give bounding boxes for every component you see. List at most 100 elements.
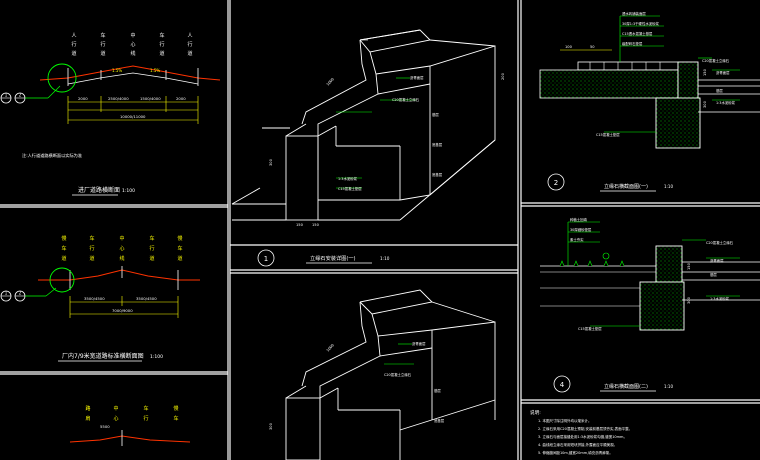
annotation-label: C20混凝土立缘石 (706, 240, 734, 245)
panel-title: 立缘石横截面图(二) (604, 383, 648, 390)
lane-label: 中 (113, 405, 118, 412)
dimension-label: 7000/9000 (112, 308, 133, 313)
annotation-label: 沥青面层 (716, 70, 730, 75)
road-section-panel-3: 路 中 车 慢 肩 心 行 车 5500 (69, 405, 191, 446)
dimension-label: 200 (501, 72, 505, 80)
lane-label: 慢 (177, 235, 182, 242)
note-line: 3. 立缘石与面层接缝处用1:3水泥砂浆勾缝,缝宽10mm。 (538, 434, 627, 439)
lane-label: 线 (119, 255, 124, 262)
annotation-label: 30厚1:3干硬性水泥砂浆 (622, 21, 660, 26)
lane-label: 慢 (61, 235, 66, 242)
lane-label: 车 (173, 415, 178, 422)
lane-label: 行 (187, 41, 192, 48)
road-section-panel-2: 慢 车 中 车 慢 车 行 心 行 车 道 道 线 道 道 1 (0, 235, 200, 362)
dimension-label: 300 (687, 296, 691, 304)
annotation-label: C20混凝土立缘石 (702, 58, 730, 63)
dimension-label: 150 (296, 223, 304, 227)
curb-install-panel-1 (231, 29, 496, 221)
note-line: 5. 伸缩缝间距10m,缝宽20mm,填充沥青麻絮。 (538, 450, 613, 455)
annotation-label: 基层 (432, 112, 439, 117)
dimension-label: 10000/11000 (120, 114, 146, 119)
lane-label: 行 (143, 415, 148, 422)
dimension-label: 1000 (326, 343, 336, 353)
annotation-label: 种植土回填 (570, 217, 588, 222)
panel-title: 厂内7/9米宽道路标准横断面图 (62, 352, 144, 360)
lane-label: 路 (85, 405, 90, 412)
curb-section-panel-1: 透水砖铺装面层 30厚1:3干硬性水泥砂浆 C15透水混凝土基层 级配碎石垫层 … (539, 11, 760, 192)
note-line: 2. 立缘石采用C20混凝土预制,安装前基层须夯实,表面平整。 (538, 426, 632, 431)
note-line: 4. 曲线段立缘石采用短块拼接,外露面应平顺美观。 (538, 442, 617, 447)
lane-label: 中 (130, 32, 135, 39)
annotation-label: 沥青面层 (410, 75, 424, 80)
annotation-label: 沥青面层 (710, 258, 724, 263)
lane-label: 线 (130, 50, 135, 57)
panel-title: 进厂道路横断面 (78, 186, 120, 194)
lane-label: 道 (159, 50, 164, 57)
dimension-lines (67, 96, 199, 124)
road-profile-line (39, 65, 221, 81)
road-section-panel-1: 人 车 中 车 人 行 行 心 行 行 道 道 线 道 道 1.5% 1.5% (0, 32, 221, 196)
panel-scale: 1:100 (150, 354, 163, 360)
lane-labels: 人 车 中 车 人 行 行 心 行 行 道 道 线 道 道 (71, 32, 192, 57)
panel-scale: 1:10 (664, 384, 673, 389)
slope-label: 1.5% (150, 68, 160, 73)
detail-number: 2 (554, 179, 558, 187)
notes-heading: 说明: (530, 409, 541, 416)
annotation-label: C15透水混凝土基层 (622, 31, 653, 36)
dimension-label: 300 (269, 158, 273, 166)
paving-layer (577, 61, 679, 71)
lane-label: 车 (143, 405, 148, 412)
annotation-label: C15混凝土垫层 (338, 186, 362, 191)
lane-label: 车 (100, 32, 105, 39)
dimension-label: 150 (703, 68, 707, 76)
grass-symbol (559, 252, 625, 267)
lane-label: 车 (159, 32, 164, 39)
annotation-label: 1:3水泥砂浆 (338, 176, 358, 181)
road-profile-line (38, 269, 200, 281)
slope-label: 1.5% (112, 68, 122, 73)
lane-label: 道 (149, 255, 154, 262)
lane-label: 行 (100, 41, 105, 48)
annotation-label: 沥青面层 (412, 341, 426, 346)
curb-install-annotations-2: 沥青面层 C20混凝土立缘石 基层 底基层 1000 300 (269, 341, 445, 430)
drawing-note: 注:人行道道路横断面以实际为准 (22, 152, 82, 159)
dimension-label: 2500/4000 (108, 96, 129, 101)
concrete-bedding (655, 97, 701, 149)
curb-install-annotations-1: 沥青面层 C20混凝土立缘石 基层 底基层 底基层 1:3水泥砂浆 C15混凝土… (257, 39, 505, 267)
annotation-label: 透水砖铺装面层 (622, 11, 646, 16)
lane-label: 行 (71, 41, 76, 48)
road-profile-line (67, 72, 199, 85)
dimension-label: 1000 (326, 77, 336, 87)
panel-title: 立缘石横截面图(一) (604, 183, 648, 190)
concrete-bedding (639, 281, 685, 331)
lane-label: 心 (119, 245, 124, 252)
curb-section-panel-2: 种植土回填 30厚细砂垫层 素土夯实 C20混凝土立缘石 沥青面层 基层 1:3… (540, 217, 760, 393)
section-marker: 1 2 (0, 287, 57, 302)
detail-number: 4 (560, 381, 565, 389)
panel-title: 立缘石安装详图(一) (310, 254, 356, 262)
lane-label: 车 (149, 235, 154, 242)
dimension-label: 2000 (78, 96, 88, 101)
lane-label: 肩 (85, 415, 90, 422)
dimension-label: 100 (565, 45, 573, 49)
svg-text:2: 2 (19, 93, 22, 98)
lane-label: 中 (119, 235, 124, 242)
detail-callout-circle (49, 267, 75, 293)
lane-label: 慢 (173, 405, 178, 412)
annotation-label: 底基层 (434, 418, 445, 423)
lane-label: 车 (177, 245, 182, 252)
lane-label: 行 (89, 245, 94, 252)
dimension-label: 5500 (100, 424, 110, 429)
lane-label: 人 (71, 33, 76, 39)
dimension-label: 150 (687, 262, 691, 270)
dimension-label: 300 (703, 100, 707, 108)
lane-label: 心 (130, 41, 135, 48)
dimension-label: 1500/4000 (140, 96, 161, 101)
dimension-label: 50 (590, 45, 595, 49)
lane-label: 道 (61, 255, 66, 262)
annotation-label: 30厚细砂垫层 (570, 227, 592, 232)
svg-text:1: 1 (5, 93, 8, 98)
lane-label: 道 (187, 50, 192, 57)
